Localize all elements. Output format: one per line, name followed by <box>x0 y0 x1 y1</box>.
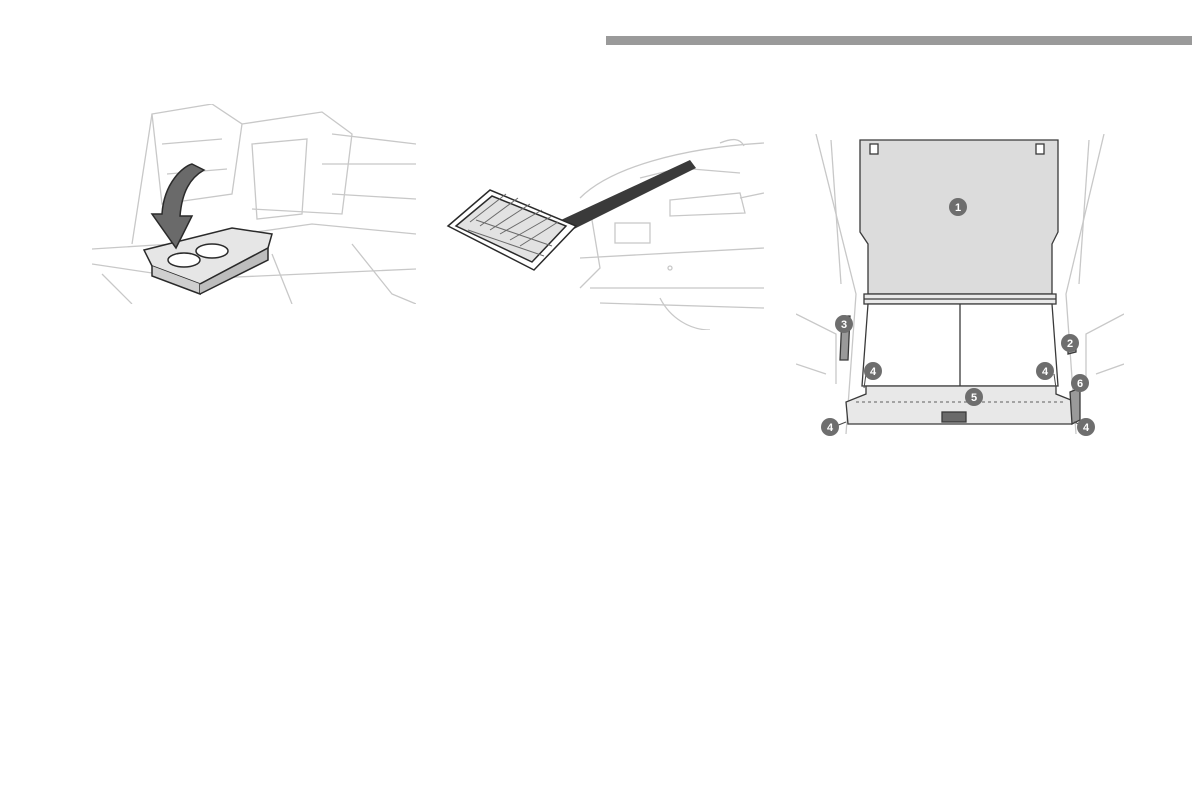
callout-marker-6: 6 <box>1071 374 1089 392</box>
boot-illustration: 1 2 3 4 4 4 4 <box>796 134 1124 448</box>
open-boot-icon: 1 2 3 4 4 4 4 <box>796 134 1124 448</box>
callout-marker-4-right-upper: 4 <box>1036 362 1054 380</box>
armrest-illustration <box>92 104 416 304</box>
callout-marker-2: 2 <box>1061 334 1079 352</box>
svg-text:5: 5 <box>971 392 977 404</box>
callout-marker-4-left-upper: 4 <box>864 362 882 380</box>
svg-text:4: 4 <box>870 366 877 378</box>
callout-marker-5: 5 <box>965 388 983 406</box>
rear-seat-armrest-icon <box>92 104 416 304</box>
callout-marker-4-right-lower: 4 <box>1077 418 1095 436</box>
callout-marker-4-left-lower: 4 <box>821 418 839 436</box>
svg-text:2: 2 <box>1067 338 1073 350</box>
section-header-rule <box>606 36 1192 45</box>
svg-text:4: 4 <box>827 422 834 434</box>
filter-illustration <box>440 138 764 330</box>
svg-text:6: 6 <box>1077 378 1083 390</box>
svg-text:1: 1 <box>955 202 961 214</box>
svg-text:4: 4 <box>1042 366 1049 378</box>
svg-text:3: 3 <box>841 319 847 331</box>
svg-text:4: 4 <box>1083 422 1090 434</box>
cabin-filter-icon <box>440 138 764 330</box>
callout-marker-1: 1 <box>949 198 967 216</box>
callout-marker-3: 3 <box>835 315 853 333</box>
